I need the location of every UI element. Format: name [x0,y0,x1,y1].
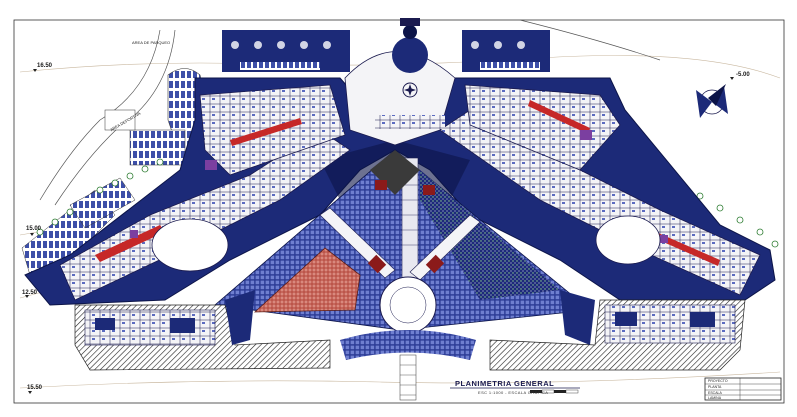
bottom-left-platform [74,304,331,371]
drawing-subtitle: ESC 1:1000 - ESCALA GRÁFICA [478,390,549,395]
level-left-low: 12.50 [22,290,38,296]
right-wing-building [439,84,761,296]
title-block [704,377,782,401]
left-wing-building [59,84,351,301]
title-block-row-4: LAMINA [708,395,722,400]
scale-bar [530,389,579,394]
level-top-left: 16.50 [37,63,53,69]
bottom-left-pool [225,290,255,345]
title-block-row-2: PLANTA [708,385,722,389]
compass-rose-icon [404,84,416,96]
bottom-right-pool [560,290,595,345]
parking-label: AREA DE PARQUEO [132,40,171,45]
central-circle-platform [340,276,476,401]
level-markers [25,69,734,394]
central-rotunda [344,18,456,146]
tree-row-left [36,158,164,236]
bridges [319,180,481,281]
bottom-right-platform [489,299,746,371]
title-block-row-3: ESCALA [708,390,722,395]
top-landscape-band [222,30,550,72]
title-block-row-1: PROYECTO [708,379,728,383]
north-arrow-icon [696,84,728,118]
level-top-right: -5.00 [736,72,750,78]
drawing-title: PLANIMETRIA GENERAL [455,379,555,388]
level-left-mid: 15.00 [26,226,42,232]
drawing-frame [13,19,785,404]
level-bottom-left: 15.50 [27,385,43,391]
central-plaza [214,149,591,331]
